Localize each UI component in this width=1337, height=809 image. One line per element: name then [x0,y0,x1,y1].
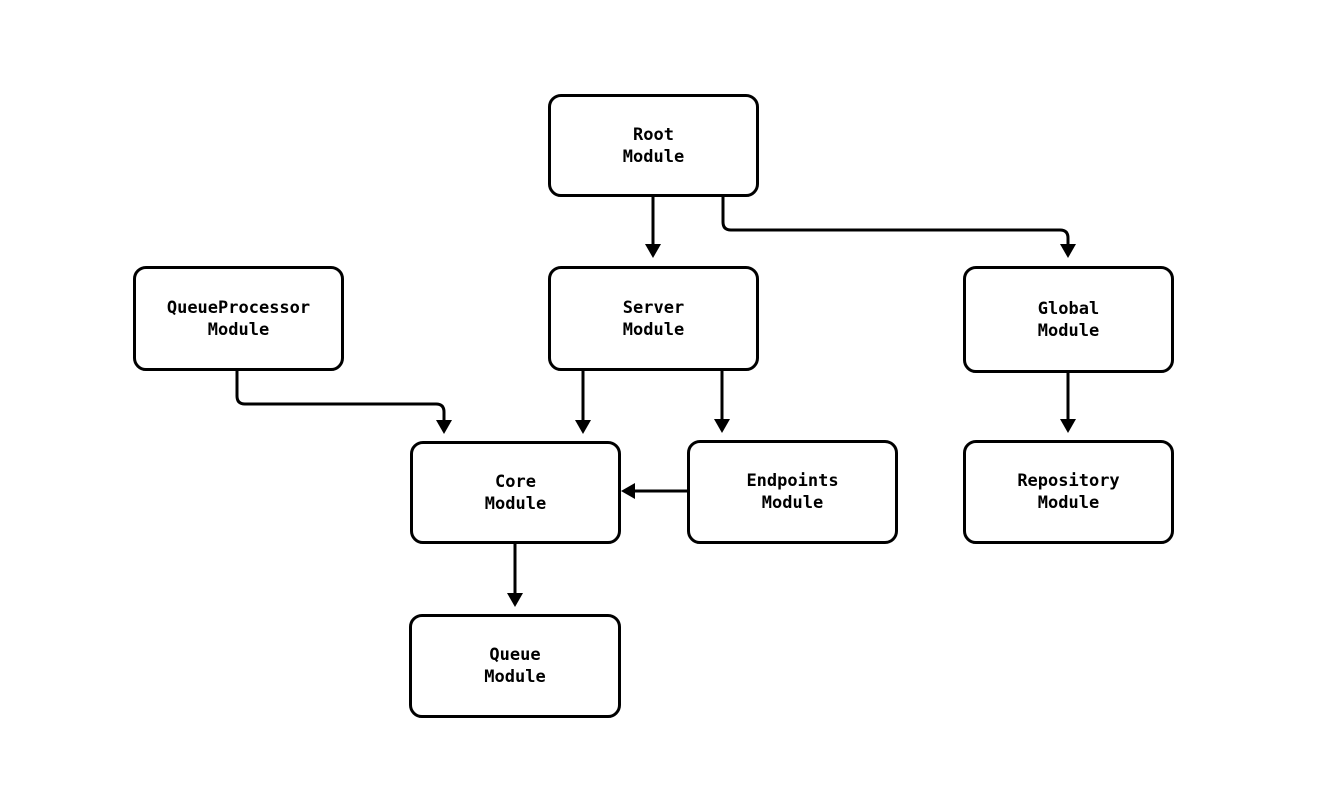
edge-core-to-queue [507,544,523,607]
node-endpoints-module-line1: Endpoints [746,471,839,491]
node-server-module-line1: Server [622,297,685,318]
node-queue-module-line2: Module [484,667,546,687]
node-endpoints-module[interactable]: Endpoints Module [687,440,898,544]
edge-root-to-server [645,197,661,258]
node-queueprocessor-module-line2: Module [207,319,270,340]
node-server-module-line2: Module [622,319,685,340]
node-queue-module-line1: Queue [489,645,541,665]
node-repository-module[interactable]: Repository Module [963,440,1174,544]
node-root-module-line1: Root [633,124,674,145]
edge-server-to-endpoints [714,371,730,433]
node-repository-module-line2: Module [1037,493,1100,513]
edge-endpoints-to-core [621,483,687,499]
node-global-module-line1: Global [1037,298,1100,319]
edge-server-to-core [575,371,591,434]
edge-global-to-repository [1060,373,1076,433]
node-queueprocessor-module-line1: QueueProcessor [166,297,311,318]
node-global-module[interactable]: Global Module [963,266,1174,373]
node-repository-module-line1: Repository [1017,471,1120,491]
node-queue-module[interactable]: Queue Module [409,614,621,718]
node-server-module[interactable]: Server Module [548,266,759,371]
node-global-module-line2: Module [1037,320,1100,341]
node-root-module-line2: Module [622,146,685,167]
node-root-module[interactable]: Root Module [548,94,759,197]
node-core-module[interactable]: Core Module [410,441,621,544]
node-endpoints-module-line2: Module [761,493,824,513]
node-queueprocessor-module[interactable]: QueueProcessor Module [133,266,344,371]
node-core-module-line2: Module [484,493,547,514]
edge-root-to-global [721,197,1076,258]
node-core-module-line1: Core [495,471,536,492]
edge-queueprocessor-to-core [235,371,452,434]
